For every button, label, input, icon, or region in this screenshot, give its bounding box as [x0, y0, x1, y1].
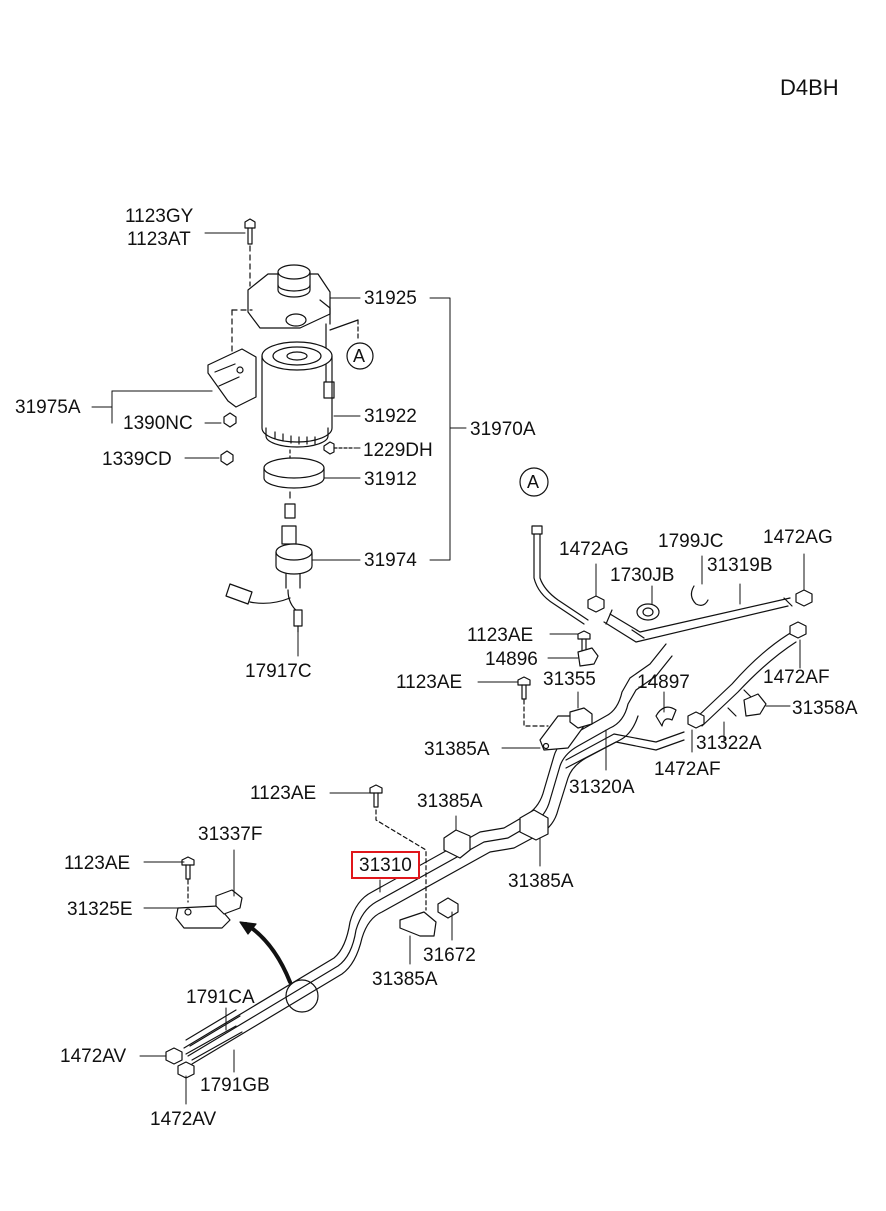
clip-31672 [437, 897, 459, 919]
water-sensor-31974 [225, 525, 313, 633]
callout-a-lower: A [527, 472, 540, 492]
clip-31337f [215, 889, 243, 915]
bolt-1123ae-left [181, 856, 195, 903]
clip-1799jc [690, 585, 709, 606]
detail-circle [285, 979, 319, 1013]
bolt-1123ae-middle [517, 676, 549, 727]
callout-circle-a-upper [346, 342, 374, 370]
hoses-1791 [185, 1009, 243, 1061]
part-label-31922[interactable]: 31922 [364, 406, 417, 427]
bolt-1123ae-lower [369, 784, 427, 911]
callout-circle-a-lower [519, 467, 549, 497]
part-label-31672[interactable]: 31672 [423, 945, 476, 966]
part-label-1730jb[interactable]: 1730JB [610, 565, 675, 586]
clip-1472ag-left [587, 595, 605, 613]
part-label-1339cd[interactable]: 1339CD [102, 449, 172, 470]
part-label-31975a[interactable]: 31975A [15, 397, 81, 418]
part-label-1472av-upper[interactable]: 1472AV [60, 1046, 127, 1067]
hose-31319b [603, 597, 793, 643]
connector-31358a [743, 693, 767, 717]
part-label-1472av-lower[interactable]: 1472AV [150, 1109, 217, 1130]
part-label-31385a-lower[interactable]: 31385A [372, 969, 438, 990]
part-label-31320a[interactable]: 31320A [569, 777, 635, 798]
clip-14897 [655, 706, 677, 727]
part-label-31385a-right[interactable]: 31385A [508, 871, 574, 892]
part-label-14897[interactable]: 14897 [637, 672, 690, 693]
clip-31385a-right [519, 809, 549, 841]
part-label-31925[interactable]: 31925 [364, 288, 417, 309]
part-label-31322a[interactable]: 31322A [696, 733, 762, 754]
detail-arrowhead [239, 921, 257, 935]
part-label-1799jc[interactable]: 1799JC [658, 531, 724, 552]
part-label-1472ag-left[interactable]: 1472AG [559, 539, 629, 560]
hose-31322a [695, 631, 797, 727]
clip-1472ag-right [795, 589, 813, 607]
part-label-1123ae-upper[interactable]: 1123AE [467, 625, 534, 646]
leader-lines [91, 232, 805, 1105]
part-label-1791gb[interactable]: 1791GB [200, 1075, 270, 1096]
part-label-1123ae-lower[interactable]: 1123AE [250, 783, 317, 804]
callout-a-upper: A [353, 346, 366, 366]
bracket-31385a-lower [399, 911, 437, 937]
clamp-31912 [263, 449, 325, 519]
clip-1472af-lower [687, 711, 705, 729]
engine-code: D4BH [780, 75, 839, 100]
clip-14896 [577, 647, 599, 667]
clip-1472av-upper [165, 1047, 183, 1065]
part-label-31325e[interactable]: 31325E [67, 899, 133, 920]
clip-1472af-upper [789, 621, 807, 639]
screw-1229dh [323, 441, 355, 455]
fuel-line-a [531, 525, 589, 625]
fuel-tube-31310 [183, 643, 673, 1065]
clip-31385a-center [443, 829, 471, 859]
part-label-31385a-upper[interactable]: 31385A [424, 739, 490, 760]
part-label-1123ae-left[interactable]: 1123AE [64, 853, 131, 874]
bolt-1123gy [244, 218, 256, 287]
part-label-1390nc[interactable]: 1390NC [123, 413, 193, 434]
part-label-1229dh[interactable]: 1229DH [363, 440, 433, 461]
part-label-1472af-upper[interactable]: 1472AF [763, 667, 830, 688]
part-label-31974[interactable]: 31974 [364, 550, 417, 571]
grommet-1730jb [636, 603, 660, 621]
nut-1339cd [220, 450, 234, 466]
part-label-31319b[interactable]: 31319B [707, 555, 773, 576]
clip-1472av-lower [177, 1061, 195, 1079]
part-label-17917c[interactable]: 17917C [245, 661, 312, 682]
part-label-1791ca[interactable]: 1791CA [186, 987, 255, 1008]
part-label-31355[interactable]: 31355 [543, 669, 596, 690]
nut-1390nc [223, 412, 237, 428]
part-label-31310-highlighted[interactable]: 31310 [351, 851, 420, 879]
part-label-31337f[interactable]: 31337F [198, 824, 263, 845]
part-label-1472af-lower[interactable]: 1472AF [654, 759, 721, 780]
part-label-31912[interactable]: 31912 [364, 469, 417, 490]
part-label-31385a-center[interactable]: 31385A [417, 791, 483, 812]
part-label-1123at[interactable]: 1123AT [127, 229, 191, 250]
bolt-1123ae-upper [577, 630, 591, 652]
bracket-31975a [207, 348, 257, 408]
part-label-31970a[interactable]: 31970A [470, 419, 536, 440]
filter-cartridge-31922 [261, 341, 333, 448]
filter-head-31925 [247, 264, 335, 399]
part-label-1123ae-middle[interactable]: 1123AE [396, 672, 463, 693]
fuel-tube-31320a [565, 731, 685, 769]
part-label-1123gy[interactable]: 1123GY [125, 206, 194, 227]
wire-to-a [329, 319, 359, 331]
clip-31355 [569, 707, 593, 729]
detail-arrow [244, 922, 292, 984]
part-label-31358a[interactable]: 31358A [792, 698, 858, 719]
part-label-1472ag-right[interactable]: 1472AG [763, 527, 833, 548]
part-label-14896[interactable]: 14896 [485, 649, 538, 670]
